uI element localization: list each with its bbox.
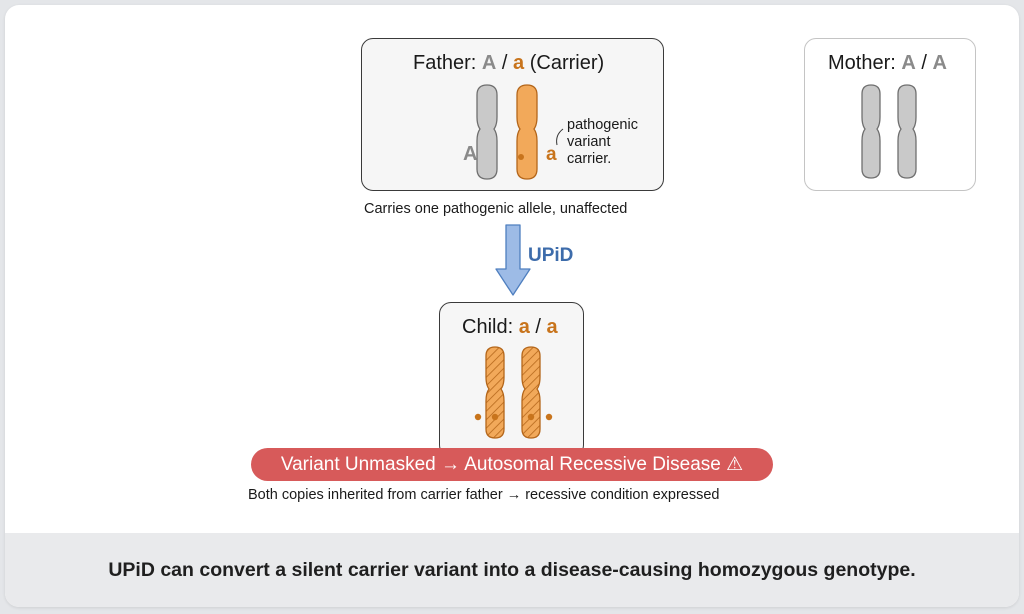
child-allele-2: a	[546, 316, 558, 338]
mother-chromosomes	[861, 84, 917, 179]
father-allele-2: a	[513, 52, 525, 74]
father-allele-1: A	[481, 52, 497, 74]
child-chromosome-1	[485, 346, 505, 439]
upid-label: UPiD	[528, 245, 574, 266]
child-variant-dot	[474, 413, 482, 421]
father-chromosomes	[476, 84, 564, 180]
child-variant-dot	[527, 413, 535, 421]
father-variant-dot	[518, 154, 524, 160]
mother-allele-2: A	[932, 52, 947, 74]
child-allele-1: a	[518, 316, 530, 338]
bottom-caption: Both copies inherited from carrier fathe…	[248, 487, 720, 503]
father-variant-chromosome	[516, 84, 538, 180]
child-variant-dot	[545, 413, 553, 421]
figure-card: Father: A / a (Carrier) A a pathogenic v…	[5, 5, 1019, 607]
father-normal-chromosome	[476, 84, 498, 180]
father-caption: Carries one pathogenic allele, unaffecte…	[364, 201, 628, 217]
mother-title: Mother: A / A	[828, 52, 947, 74]
child-chromosomes	[474, 346, 553, 439]
variant-annotation: pathogenic variant carrier.	[567, 117, 638, 167]
child-panel	[439, 302, 584, 457]
father-panel	[361, 38, 664, 191]
mother-allele-1: A	[901, 52, 916, 74]
child-chromosome-2	[521, 346, 541, 439]
annotation-leader-line	[556, 128, 564, 146]
mother-chromosome-1	[861, 84, 881, 179]
footer-summary: UPiD can convert a silent carrier varian…	[5, 533, 1019, 607]
mother-panel	[804, 38, 976, 191]
upid-arrow	[495, 224, 531, 296]
father-title: Father: A / a (Carrier)	[413, 52, 605, 74]
father-label-big: A	[463, 143, 478, 165]
mother-chromosome-2	[897, 84, 917, 179]
child-variant-dot	[491, 413, 499, 421]
child-title: Child: a / a	[462, 316, 558, 338]
disease-banner: Variant Unmasked → Autosomal Recessive D…	[251, 448, 773, 481]
father-label-small: a	[546, 144, 557, 165]
